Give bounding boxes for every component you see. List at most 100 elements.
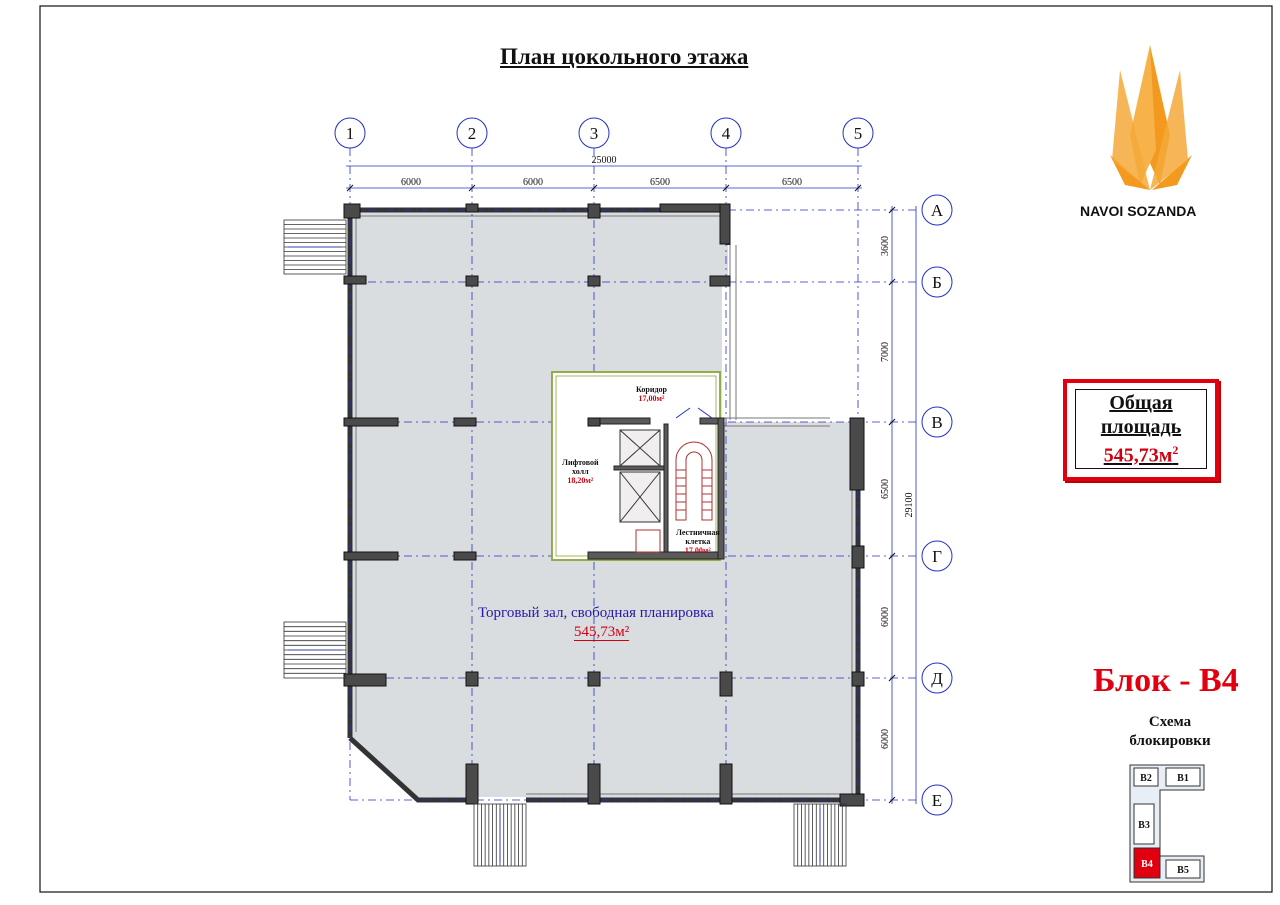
column-9 [709,275,731,287]
main-hall-area: 545,73м² [574,624,630,641]
total-area-value: 545,73м [1103,444,1173,467]
dim-total-height: 29100 [904,493,915,518]
dim-row-span-3: 6500 [880,479,891,499]
column-17 [343,673,387,687]
room-label-stair: Лестничная клетка 17,00м² [676,528,720,555]
corridor-area: 17,00м² [638,394,665,403]
column-7 [465,275,479,287]
column-22 [465,763,479,805]
axis-row-2: Б [932,273,942,292]
dim-row-span-2: 7000 [880,342,891,362]
axis-row-1: А [931,201,944,220]
dim-span-1: 6000 [401,177,421,188]
stair-name-1: Лестничная [676,528,720,537]
block-title: Блок - В4 [1093,662,1239,699]
scheme-block-В4 [1133,847,1161,879]
axis-row-3: В [931,413,942,432]
column-20 [719,671,733,697]
column-5 [719,203,731,245]
column-15 [453,551,477,561]
stair-flight [675,441,713,521]
column-19 [587,671,601,687]
axis-col-1: 1 [346,124,355,143]
total-area-label-1: Общая [1109,392,1173,414]
entrance-stair-west-bottom [283,621,347,679]
axis-col-1-circle [334,117,366,149]
axis-row-2-circle [921,266,953,298]
axis-col-2-circle [456,117,488,149]
column-2 [465,203,479,213]
stair-area: 17,00м² [684,546,711,555]
scheme-block-label-В2: В2 [1140,773,1152,784]
column-13 [849,417,865,491]
column-3 [587,203,601,219]
column-10 [343,417,399,427]
axis-col-4: 4 [722,124,731,143]
axis-row-6-circle [921,784,953,816]
axis-bubbles: 1 2 3 4 5А Б В Г Д Е [334,117,953,816]
entrance-stair-south-left [473,803,527,867]
dim-span-4: 6500 [782,177,802,188]
stair-name-2: клетка [685,537,711,546]
structural-columns [343,203,865,807]
column-8 [587,275,601,287]
scheme-block-label-В1: В1 [1177,773,1189,784]
column-23 [587,763,601,805]
dim-row-span-5: 6000 [880,729,891,749]
dim-row-span-1: 3600 [880,236,891,256]
axis-col-2: 2 [468,124,477,143]
total-area-value-wrap: 545,73м2 [1076,438,1206,468]
axis-row-4-circle [921,540,953,572]
axis-col-4-circle [710,117,742,149]
lift-hall-name-2: холл [572,467,589,476]
axis-row-4: Г [932,547,942,566]
column-25 [839,793,865,807]
axis-col-3-circle [578,117,610,149]
axis-row-5-circle [921,662,953,694]
lift-shafts [619,429,661,553]
scheme-title: Схема блокировки [1110,713,1230,751]
page-title: План цокольного этажа [500,44,749,69]
column-16 [851,545,865,569]
column-1 [343,203,361,219]
sheet-frame [39,5,1273,893]
entrance-stair-south-right [793,803,847,867]
room-label-lift-hall: Лифтовой холл 18,20м² [562,458,599,485]
brand-name: NAVOI SOZANDA [1080,203,1197,219]
column-11 [453,417,477,427]
main-hall-name: Торговый зал, свободная планировка [478,605,714,621]
lift-hall-name-1: Лифтовой [562,458,599,467]
navoi-sozanda-logo-icon [1110,45,1192,190]
lift-hall-area: 18,20м² [567,476,594,485]
scheme-block-В1 [1165,767,1201,787]
dim-span-2: 6000 [523,177,543,188]
room-label-corridor: Коридор 17,00м² [636,385,667,403]
scheme-block-label-В4: В4 [1141,859,1153,870]
axis-col-3: 3 [590,124,599,143]
column-6 [343,275,367,285]
total-area-unit: 2 [1172,443,1179,457]
column-12 [587,417,601,427]
scheme-title-1: Схема [1148,714,1192,730]
scheme-block-label-В3: В3 [1138,820,1150,831]
corridor-doors [675,407,713,419]
scheme-block-В2 [1133,767,1159,787]
scheme-block-В3 [1133,803,1155,845]
scheme-block-label-В5: В5 [1177,865,1189,876]
entrance-stair-west-top [283,219,347,275]
axis-row-5: Д [931,669,943,688]
total-area-inner: Общая площадь 545,73м2 [1075,389,1207,469]
column-14 [343,551,399,561]
dim-total-width: 25000 [592,155,617,166]
total-area-label-2: площадь [1100,416,1182,438]
dim-row-span-4: 6000 [880,607,891,627]
column-21 [851,671,865,687]
axis-col-5: 5 [854,124,863,143]
axis-row-6: Е [932,791,942,810]
scheme-title-2: блокировки [1129,733,1211,749]
entrance-stairs [283,219,847,867]
total-area-box: Общая площадь 545,73м2 [1063,379,1219,481]
